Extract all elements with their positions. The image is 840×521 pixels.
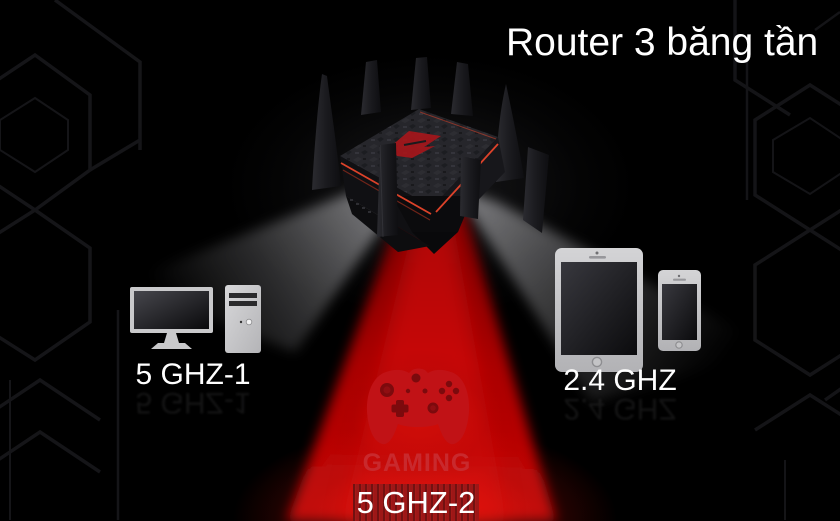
rog-logo-icon	[390, 131, 441, 158]
monitor-icon	[130, 287, 213, 349]
band-label-24ghz-reflection: 2.4 GHZ	[563, 392, 677, 425]
tablet-icon	[555, 248, 643, 372]
bg-pattern-left-icon	[0, 0, 142, 520]
router-body	[340, 109, 505, 254]
gaming-router-icon	[312, 57, 549, 254]
router-antennas	[312, 57, 549, 233]
band-strip-texture	[353, 484, 479, 521]
game-controller-icon	[366, 368, 470, 445]
router-front-antennas	[377, 143, 481, 238]
controller-buttons	[380, 373, 460, 417]
tablet-and-phone-icon	[555, 248, 701, 372]
band-label-5ghz1: 5 GHZ-1	[135, 358, 251, 391]
band-label-24ghz: 2.4 GHZ	[563, 364, 677, 397]
desktop-computer-icon	[130, 285, 261, 353]
gaming-tag: GAMING	[362, 449, 472, 477]
tower-icon	[225, 285, 261, 353]
bg-pattern-right-icon	[733, 0, 840, 520]
page-title: Router 3 băng tần	[506, 21, 819, 64]
band-strip-5ghz2: 5 GHZ-2	[353, 484, 479, 521]
beam-left	[118, 192, 392, 352]
phone-icon	[658, 270, 701, 351]
band-label-5ghz1-reflection: 5 GHZ-1	[135, 386, 251, 419]
band-label-5ghz2: 5 GHZ-2	[356, 485, 476, 520]
